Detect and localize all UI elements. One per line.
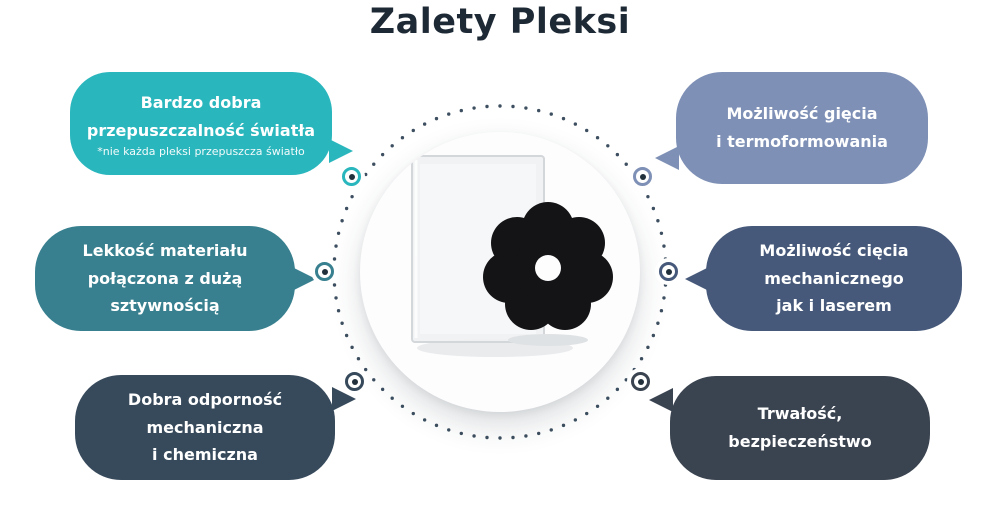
connector-dot-2	[315, 262, 334, 281]
bubble-text: Możliwość cięcia mechanicznego jak i las…	[759, 241, 909, 316]
center-image-circle	[360, 132, 640, 412]
connector-inner-dot	[348, 173, 355, 180]
flower-shadow	[508, 334, 588, 346]
bubble-text: Dobra odporność mechaniczna i chemiczna	[127, 390, 283, 465]
plexi-flower-image	[411, 155, 613, 357]
bubble-text: Bardzo dobra przepuszczalność światła	[86, 92, 316, 140]
connector-inner-dot	[321, 268, 328, 275]
connector-inner-dot	[637, 378, 644, 385]
bubble-tail	[655, 146, 679, 170]
connector-dot-1	[342, 167, 361, 186]
bubble-odpornosc: Dobra odporność mechaniczna i chemiczna	[75, 375, 356, 480]
connector-dot-4	[633, 167, 652, 186]
connector-dot-5	[659, 262, 678, 281]
connector-dot-6	[631, 372, 650, 391]
connector-dot-3	[345, 372, 364, 391]
bubble-ciecie: Możliwość cięcia mechanicznego jak i las…	[685, 226, 962, 331]
flower-center-hole	[535, 255, 561, 281]
connector-inner-dot	[665, 268, 672, 275]
bubble-przepuszczalnosc-swiatla: Bardzo dobra przepuszczalność światła *n…	[70, 72, 353, 175]
bubble-text: Możliwość gięcia i termoformowania	[716, 104, 888, 151]
bubble-giecie-termoformowanie: Możliwość gięcia i termoformowania	[655, 72, 928, 184]
connector-inner-dot	[639, 173, 646, 180]
page-title: Zalety Pleksi	[369, 2, 631, 42]
bubble-lekkosc-materialu: Lekkość materiału połączona z dużą sztyw…	[35, 226, 316, 331]
bubble-tail	[329, 139, 353, 163]
bubble-tail	[685, 266, 709, 291]
bubble-text: Lekkość materiału połączona z dużą sztyw…	[82, 241, 248, 316]
bubble-note: *nie każda pleksi przepuszcza światło	[97, 145, 305, 159]
bubble-tail	[649, 388, 673, 412]
connector-inner-dot	[351, 378, 358, 385]
bubble-trwalosc-bezpieczenstwo: Trwałość, bezpieczeństwo	[649, 376, 930, 480]
bubble-tail	[332, 387, 356, 411]
bubble-text: Trwałość, bezpieczeństwo	[728, 404, 872, 451]
bubble-tail	[292, 266, 316, 291]
